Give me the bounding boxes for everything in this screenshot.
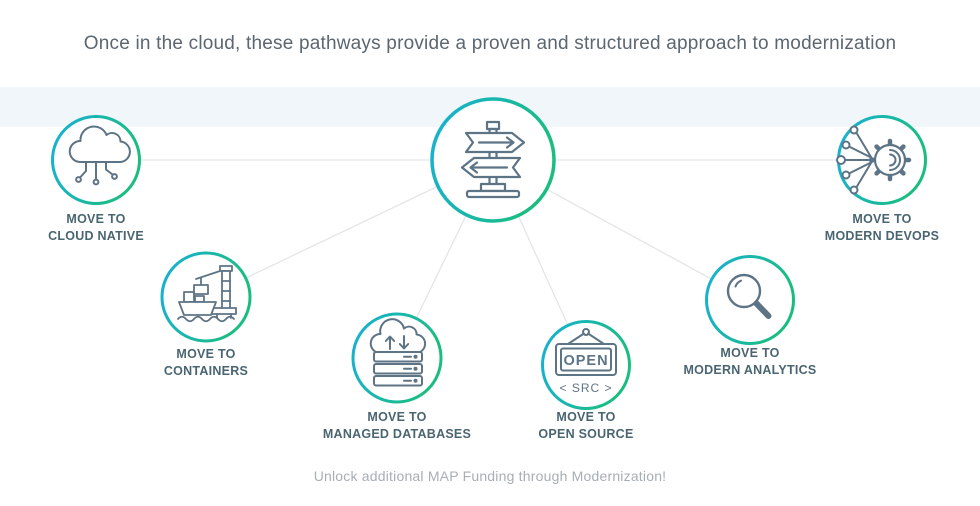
open-sign-icon: OPEN < SRC > <box>555 328 617 395</box>
cloud-circuit-icon <box>68 125 131 186</box>
label-managed-databases: MOVE TO MANAGED DATABASES <box>297 409 497 443</box>
node-modern-analytics-circle <box>705 255 795 345</box>
cloud-database-icon <box>369 318 427 387</box>
label-line2: CLOUD NATIVE <box>48 229 144 243</box>
label-line1: MOVE TO <box>66 212 126 226</box>
signpost-icon <box>460 120 526 199</box>
label-line1: MOVE TO <box>720 346 780 360</box>
label-modern-devops: MOVE TO MODERN DEVOPS <box>782 211 980 245</box>
magnifier-icon <box>726 273 772 319</box>
ship-crane-icon <box>177 265 237 323</box>
open-sign-text: OPEN <box>563 353 608 369</box>
label-cloud-native: MOVE TO CLOUD NATIVE <box>0 211 196 245</box>
label-containers: MOVE TO CONTAINERS <box>106 346 306 380</box>
label-open-source: MOVE TO OPEN SOURCE <box>486 409 686 443</box>
label-modern-analytics: MOVE TO MODERN ANALYTICS <box>650 345 850 379</box>
footer-text: Unlock additional MAP Funding through Mo… <box>313 468 667 484</box>
label-line1: MOVE TO <box>852 212 912 226</box>
label-line1: MOVE TO <box>367 410 427 424</box>
label-line2: OPEN SOURCE <box>538 427 634 441</box>
node-cloud-native-circle <box>51 115 141 205</box>
label-line1: MOVE TO <box>556 410 616 424</box>
label-line1: MOVE TO <box>176 347 236 361</box>
gear-network-icon <box>836 125 912 195</box>
label-line2: MODERN ANALYTICS <box>683 363 817 377</box>
node-containers-circle <box>160 251 252 343</box>
page-title: Once in the cloud, these pathways provid… <box>83 33 897 54</box>
label-line2: MODERN DEVOPS <box>824 229 940 243</box>
label-line2: CONTAINERS <box>163 364 249 378</box>
label-line2: MANAGED DATABASES <box>322 427 472 441</box>
src-text: < SRC > <box>559 381 612 395</box>
